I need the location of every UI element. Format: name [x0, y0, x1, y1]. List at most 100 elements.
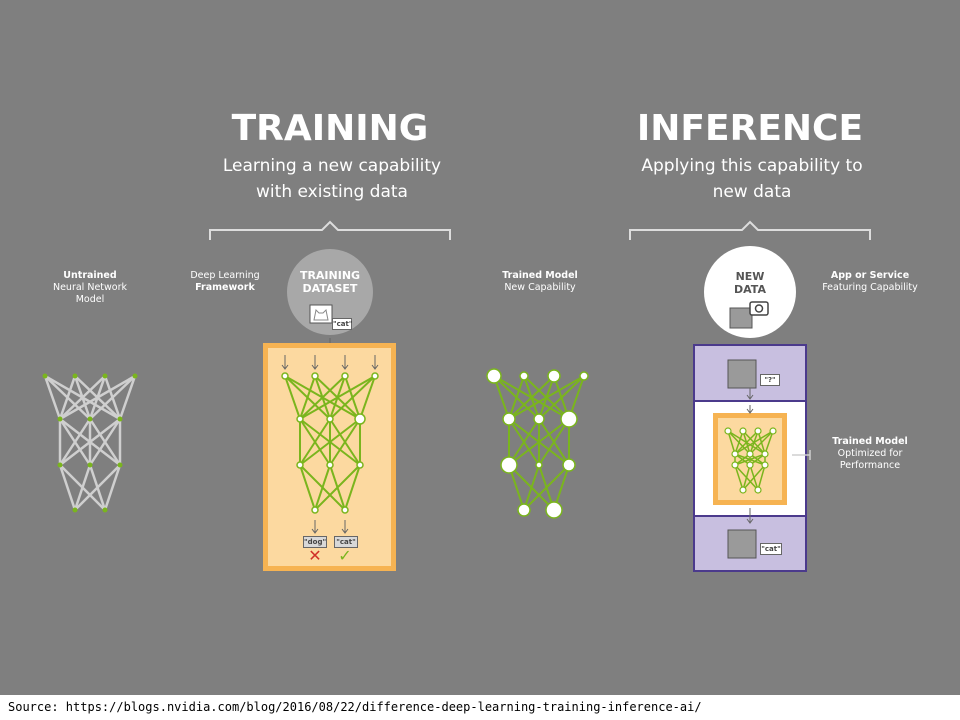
inference-title: INFERENCE	[636, 108, 864, 149]
training-subtitle-line1: Learning a new capability	[222, 156, 442, 176]
network-edge	[59, 418, 121, 466]
network-node	[102, 373, 108, 379]
network-node	[533, 413, 545, 425]
network-edge	[757, 464, 766, 491]
network-node	[535, 461, 543, 469]
network-node	[87, 462, 93, 468]
inference-arrow-1	[746, 388, 754, 400]
training-dataset-circle	[287, 249, 373, 335]
network-edge	[58, 375, 77, 420]
network-edge	[508, 375, 525, 420]
framework-label: Deep Learning Framework	[180, 270, 270, 294]
training-bracket	[209, 220, 451, 240]
inference-cat-tag: "cat"	[760, 543, 782, 555]
optimized-label-line2: Optimized for	[837, 448, 903, 459]
network-node	[102, 507, 108, 513]
network-edge	[299, 375, 316, 420]
network-node	[562, 458, 576, 472]
optimized-model-label: Trained Model Optimized for Performance	[815, 436, 925, 472]
network-edge	[58, 418, 92, 466]
network-edge	[299, 418, 331, 466]
network-node	[519, 371, 529, 381]
network-edge	[764, 430, 774, 455]
network-node	[502, 412, 516, 426]
network-node	[746, 450, 754, 458]
network-node	[761, 450, 769, 458]
framework-label-line1: Deep Learning	[190, 270, 260, 281]
dataset-image-icon	[309, 304, 333, 324]
network-node	[356, 461, 364, 469]
network-node	[545, 501, 563, 519]
training-input-arrows	[281, 355, 379, 370]
network-node	[500, 456, 518, 474]
diagram-canvas: TRAINING Learning a new capability with …	[0, 0, 960, 695]
network-edge	[734, 430, 759, 455]
new-data-circle	[704, 246, 796, 338]
network-node	[371, 372, 379, 380]
check-icon: ✓	[338, 546, 351, 565]
network-edge	[329, 418, 361, 466]
network-edge	[742, 464, 751, 491]
network-node	[341, 372, 349, 380]
network-edge	[74, 464, 121, 511]
network-edge	[43, 375, 62, 420]
optimized-pointer	[792, 450, 811, 460]
network-edge	[538, 418, 570, 466]
dataset-cat-tag: "cat"	[332, 318, 353, 330]
network-node	[754, 486, 762, 494]
network-edge	[329, 375, 376, 420]
network-node	[57, 462, 63, 468]
inference-arrow-2	[746, 405, 754, 414]
new-data-label-line1: NEW	[735, 270, 765, 283]
network-node	[341, 506, 349, 514]
network-edge	[314, 464, 331, 511]
network-node	[739, 427, 747, 435]
network-edge	[734, 453, 766, 466]
network-node	[739, 486, 747, 494]
network-node	[579, 371, 589, 381]
inference-subtitle-line2: new data	[712, 182, 792, 202]
output-dog-tag: "dog"	[303, 536, 327, 548]
network-node	[57, 416, 63, 422]
network-node	[281, 372, 289, 380]
network-edge	[523, 464, 570, 511]
wrong-icon: ✕	[308, 546, 321, 565]
inference-question-tag: "?"	[760, 374, 780, 386]
untrained-label-bold: Untrained	[63, 270, 117, 281]
inference-arrow-3	[746, 508, 754, 524]
app-label-line2: Featuring Capability	[822, 282, 918, 293]
training-subtitle-line2: with existing data	[256, 182, 408, 202]
trained-network	[486, 368, 589, 519]
output-arrow-cat	[341, 520, 349, 534]
network-edge	[359, 375, 376, 420]
network-node	[42, 373, 48, 379]
trained-model-label: Trained Model New Capability	[490, 270, 590, 294]
optimized-label-bold: Trained Model	[832, 436, 908, 447]
network-edge	[508, 375, 585, 420]
network-node	[761, 461, 769, 469]
network-node	[326, 415, 334, 423]
optimized-network	[724, 427, 777, 494]
network-node	[769, 427, 777, 435]
output-image-icon	[727, 529, 757, 559]
network-edge	[88, 418, 122, 466]
network-node	[311, 372, 319, 380]
network-node	[486, 368, 502, 384]
network-node	[296, 461, 304, 469]
input-image-icon	[727, 359, 757, 389]
inference-subtitle-line1: Applying this capability to	[641, 156, 863, 176]
network-edge	[59, 375, 106, 420]
network-edge	[742, 464, 766, 491]
input-arrow	[371, 355, 379, 370]
cat-icon	[313, 308, 329, 321]
network-edge	[508, 418, 540, 466]
untrained-model-label: Untrained Neural Network Model	[40, 270, 140, 306]
output-arrow-dog	[311, 520, 319, 534]
network-node	[754, 427, 762, 435]
inference-bracket	[629, 220, 871, 240]
input-arrow	[281, 355, 289, 370]
trained-label-line2: New Capability	[504, 282, 576, 293]
network-node	[117, 416, 123, 422]
network-node	[354, 413, 366, 425]
untrained-network	[42, 373, 138, 513]
